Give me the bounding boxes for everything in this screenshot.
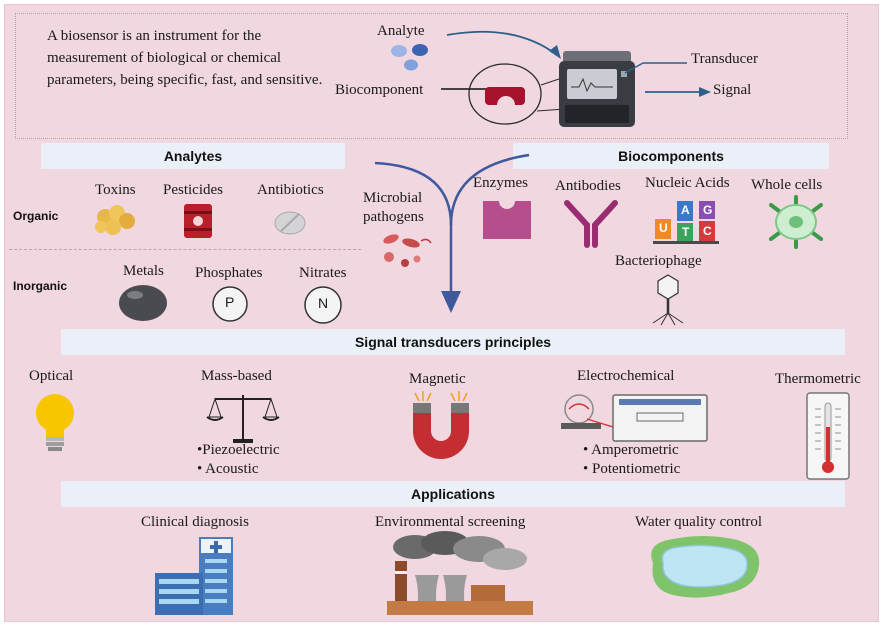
- nucleotide-g: G: [703, 203, 713, 217]
- pill-icon: [274, 211, 306, 235]
- nitrate-symbol: N: [318, 295, 329, 311]
- whole-cell-icon: [769, 195, 823, 249]
- nucleotide-u: U: [659, 221, 668, 235]
- signal-arrow: [645, 87, 711, 97]
- nucleotide-a: A: [681, 203, 690, 217]
- intro-box: [15, 13, 848, 139]
- pathogen-icon: [383, 234, 432, 267]
- row-divider: [9, 249, 361, 250]
- antibodies-label: Antibodies: [555, 178, 621, 194]
- mass-based-label: Mass-based: [201, 368, 272, 384]
- thermometer-icon: [806, 392, 850, 480]
- metal-ball-icon: [119, 285, 167, 321]
- pesticide-barrel-icon: [184, 204, 212, 238]
- toxins-label: Toxins: [95, 182, 136, 198]
- definition-text: A biosensor is an instrument for the mea…: [47, 28, 323, 88]
- nucleic-acid-icon: [653, 201, 719, 244]
- analytes-header: Analytes: [41, 143, 345, 169]
- enzymes-label: Enzymes: [473, 175, 528, 191]
- magnet-icon: [413, 391, 469, 459]
- microbial-label: Microbial pathogens: [363, 190, 424, 225]
- hospital-icon: [155, 537, 233, 615]
- amperometric-label: • Amperometric: [583, 442, 679, 458]
- bacteriophage-label: Bacteriophage: [615, 253, 702, 269]
- biocomponent-label: Biocomponent: [335, 82, 424, 98]
- biosensor-device-icon: [559, 51, 635, 127]
- phosphate-circle-icon: [212, 286, 248, 322]
- nitrates-label: Nitrates: [299, 265, 347, 281]
- inorganic-row-label: Inorganic: [13, 279, 68, 293]
- analyte-label: Analyte: [377, 23, 425, 39]
- analyte-arrow: [446, 30, 561, 59]
- magnetic-label: Magnetic: [409, 371, 466, 387]
- organic-row-label: Organic: [13, 209, 59, 223]
- analyte-molecules-icon: [391, 44, 428, 71]
- signal-label: Signal: [713, 82, 752, 98]
- acoustic-label: • Acoustic: [197, 461, 259, 477]
- nucleotide-c: C: [703, 224, 712, 238]
- transducers-header: Signal transducers principles: [61, 329, 845, 355]
- antibody-icon: [564, 200, 618, 248]
- antibiotics-label: Antibiotics: [257, 182, 324, 198]
- optical-label: Optical: [29, 368, 74, 384]
- bacteriophage-icon: [652, 274, 684, 326]
- nucleic-acids-label: Nucleic Acids: [645, 175, 730, 191]
- potentiometric-label: • Potentiometric: [583, 461, 681, 477]
- environmental-screening-label: Environmental screening: [375, 514, 526, 530]
- light-bulb-icon: [36, 394, 74, 451]
- toxin-icon: [95, 205, 135, 235]
- phosphate-symbol: P: [225, 294, 235, 310]
- funnel-arrow: [374, 153, 530, 313]
- piezoelectric-label: •Piezoelectric: [197, 442, 280, 458]
- metals-label: Metals: [123, 263, 164, 279]
- potentiostat-icon: [561, 394, 708, 442]
- balance-scale-icon: [206, 395, 280, 443]
- nitrate-circle-icon: [304, 286, 342, 324]
- biosensor-diagram: A biosensor is an instrument for the mea…: [4, 4, 879, 622]
- transducer-label: Transducer: [691, 51, 758, 67]
- biocomponents-header: Biocomponents: [513, 143, 829, 169]
- electrochemical-label: Electrochemical: [577, 368, 675, 384]
- whole-cells-label: Whole cells: [751, 177, 823, 193]
- enzyme-icon: [483, 201, 531, 239]
- applications-header: Applications: [61, 481, 845, 507]
- clinical-diagnosis-label: Clinical diagnosis: [141, 514, 249, 530]
- factory-smoke-icon: [387, 531, 533, 615]
- water-pond-icon: [651, 536, 760, 598]
- phosphates-label: Phosphates: [195, 265, 263, 281]
- pesticides-label: Pesticides: [163, 182, 223, 198]
- biocomponent-lens-icon: [441, 63, 566, 125]
- nucleotide-t: T: [682, 225, 690, 239]
- transducer-pointer: [624, 62, 687, 74]
- water-quality-control-label: Water quality control: [635, 514, 763, 530]
- thermometric-label: Thermometric: [775, 371, 861, 387]
